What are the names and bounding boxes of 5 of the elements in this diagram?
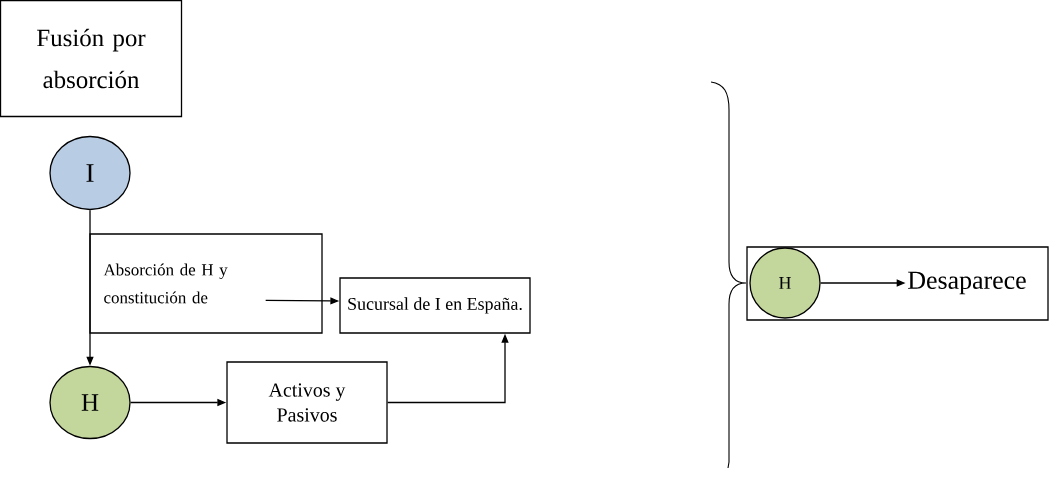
- process-box: Activos y Pasivos: [226, 361, 388, 444]
- result-text: Desaparece: [908, 271, 1026, 295]
- process-box: Sucursal de I en España.: [339, 277, 531, 334]
- title-box: Fusión por absorción: [0, 0, 183, 118]
- process-box: Absorción de H y constitución de: [89, 233, 323, 334]
